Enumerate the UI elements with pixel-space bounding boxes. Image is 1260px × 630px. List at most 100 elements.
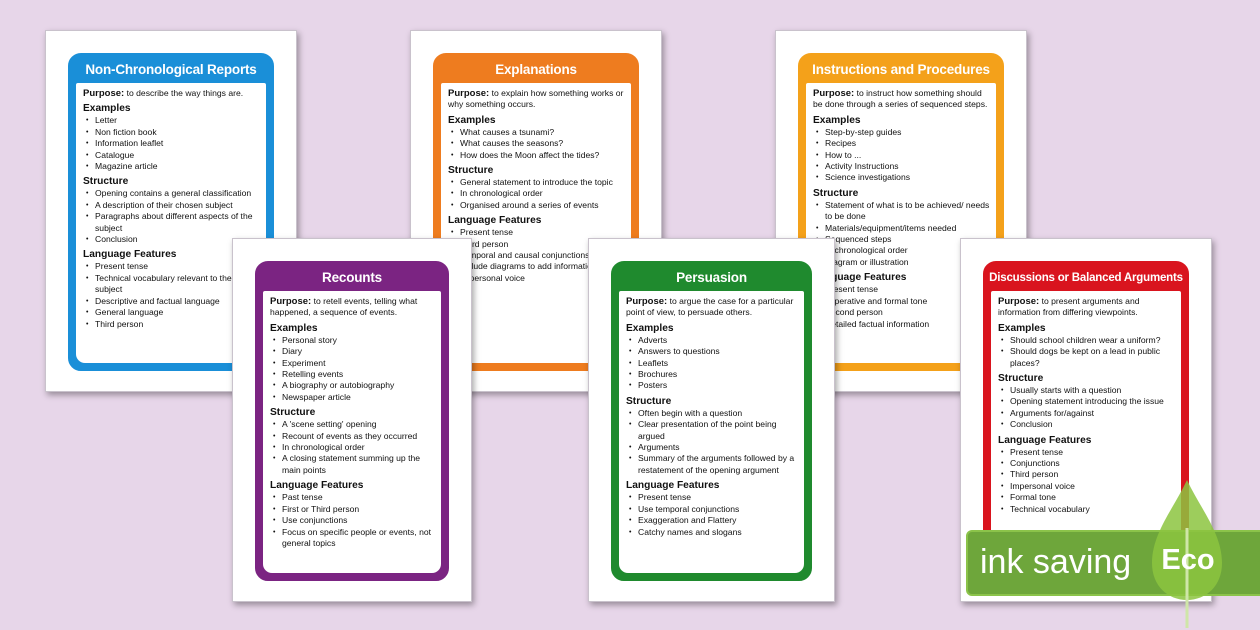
list-item: A biography or autobiography bbox=[273, 380, 435, 392]
list-item: Personal story bbox=[273, 335, 435, 347]
section-heading: Examples bbox=[270, 322, 318, 334]
list-item: A closing statement summing up the main … bbox=[273, 453, 435, 476]
bullet-list: A 'scene setting' openingRecount of even… bbox=[270, 419, 435, 476]
list-item: Activity Instructions bbox=[816, 161, 990, 173]
list-item: Answers to questions bbox=[629, 346, 798, 358]
list-item: Conclusion bbox=[86, 234, 260, 246]
list-item: Descriptive and factual language bbox=[86, 296, 260, 308]
section-heading: Structure bbox=[998, 373, 1044, 385]
section-heading: Examples bbox=[813, 114, 861, 126]
purpose-text: Purpose: to instruct how something shoul… bbox=[813, 88, 990, 111]
list-item: A 'scene setting' opening bbox=[273, 419, 435, 431]
section-heading: Language Features bbox=[998, 434, 1092, 446]
bullet-list: General statement to introduce the topic… bbox=[448, 177, 625, 212]
purpose-text: Purpose: to retell events, telling what … bbox=[270, 296, 435, 319]
section-heading: Structure bbox=[626, 395, 672, 407]
section-heading: Examples bbox=[998, 322, 1046, 334]
purpose-value: to argue the case for a particular point… bbox=[626, 296, 794, 318]
section-heading: Structure bbox=[813, 187, 859, 199]
list-item: Present tense bbox=[86, 261, 260, 273]
list-item: Should school children wear a uniform? bbox=[1001, 335, 1175, 347]
list-item: First or Third person bbox=[273, 504, 435, 516]
list-item: General language bbox=[86, 307, 260, 319]
list-item: Posters bbox=[629, 380, 798, 392]
list-item: Recipes bbox=[816, 138, 990, 150]
purpose-label: Purpose: bbox=[448, 88, 490, 99]
purpose-value: to describe the way things are. bbox=[126, 88, 244, 98]
list-item: Arguments bbox=[629, 442, 798, 454]
section-heading: Structure bbox=[270, 407, 316, 419]
list-item: Experiment bbox=[273, 358, 435, 370]
card-title: Discussions or Balanced Arguments bbox=[989, 272, 1183, 284]
card-body: Purpose: to argue the case for a particu… bbox=[619, 291, 804, 573]
list-item: Statement of what is to be achieved/ nee… bbox=[816, 200, 990, 223]
list-item: Adverts bbox=[629, 335, 798, 347]
card-title: Explanations bbox=[495, 62, 577, 77]
bullet-list: LetterNon fiction bookInformation leafle… bbox=[83, 115, 260, 172]
section-heading: Structure bbox=[83, 176, 129, 188]
list-item: Use conjunctions bbox=[273, 515, 435, 527]
list-item: Focus on specific people or events, not … bbox=[273, 527, 435, 550]
list-item: General statement to introduce the topic bbox=[451, 177, 625, 189]
list-item: Past tense bbox=[273, 492, 435, 504]
card-title: Non-Chronological Reports bbox=[85, 62, 257, 77]
list-item: Magazine article bbox=[86, 161, 260, 173]
list-item: How does the Moon affect the tides? bbox=[451, 150, 625, 162]
list-item: Diary bbox=[273, 346, 435, 358]
list-item: Third person bbox=[86, 319, 260, 331]
list-item: Present tense bbox=[1001, 447, 1175, 459]
purpose-label: Purpose: bbox=[813, 88, 855, 99]
list-item: In chronological order bbox=[451, 188, 625, 200]
purpose-label: Purpose: bbox=[998, 296, 1040, 307]
purpose-text: Purpose: to describe the way things are. bbox=[83, 88, 260, 99]
list-item: Leaflets bbox=[629, 358, 798, 370]
list-item: Newspaper article bbox=[273, 392, 435, 404]
list-item: Often begin with a question bbox=[629, 408, 798, 420]
list-item: Technical vocabulary relevant to the sub… bbox=[86, 273, 260, 296]
list-item: Retelling events bbox=[273, 369, 435, 381]
list-item: Conjunctions bbox=[1001, 458, 1175, 470]
bullet-list: What causes a tsunami?What causes the se… bbox=[448, 127, 625, 162]
list-item: Science investigations bbox=[816, 172, 990, 184]
purpose-value: to present arguments and information fro… bbox=[998, 296, 1140, 318]
list-item: Technical vocabulary bbox=[1001, 504, 1175, 516]
list-item: Step-by-step guides bbox=[816, 127, 990, 139]
bullet-list: AdvertsAnswers to questionsLeafletsBroch… bbox=[626, 335, 798, 392]
list-item: Catchy names and slogans bbox=[629, 527, 798, 539]
list-item: Opening contains a general classificatio… bbox=[86, 188, 260, 200]
section-heading: Examples bbox=[448, 114, 496, 126]
list-item: Present tense bbox=[451, 227, 625, 239]
list-item: Organised around a series of events bbox=[451, 200, 625, 212]
section-heading: Examples bbox=[83, 103, 131, 115]
eco-label: Eco bbox=[1161, 544, 1215, 576]
section-heading: Examples bbox=[626, 322, 674, 334]
list-item: What causes the seasons? bbox=[451, 138, 625, 150]
bullet-list: Present tenseUse temporal conjunctionsEx… bbox=[626, 492, 798, 538]
card-title: Recounts bbox=[322, 270, 382, 285]
purpose-label: Purpose: bbox=[270, 296, 312, 307]
bullet-list: Should school children wear a uniform?Sh… bbox=[998, 335, 1175, 369]
purpose-value: to retell events, telling what happened,… bbox=[270, 296, 418, 318]
section-heading: Language Features bbox=[626, 480, 720, 492]
list-item: Usually starts with a question bbox=[1001, 385, 1175, 397]
leaf-drop-icon bbox=[1152, 480, 1222, 628]
section-heading: Language Features bbox=[270, 480, 364, 492]
purpose-text: Purpose: to argue the case for a particu… bbox=[626, 296, 798, 319]
purpose-value: to instruct how something should be done… bbox=[813, 88, 988, 110]
list-item: Present tense bbox=[629, 492, 798, 504]
purpose-text: Purpose: to present arguments and inform… bbox=[998, 296, 1175, 319]
list-item: Should dogs be kept on a lead in public … bbox=[1001, 346, 1175, 369]
section-heading: Structure bbox=[448, 165, 494, 177]
list-item: Non fiction book bbox=[86, 127, 260, 139]
list-item: What causes a tsunami? bbox=[451, 127, 625, 139]
bullet-list: Present tenseConjunctionsThird personImp… bbox=[998, 447, 1175, 516]
card-body: Purpose: to explain how something works … bbox=[441, 83, 631, 363]
bullet-list: Personal storyDiaryExperimentRetelling e… bbox=[270, 335, 435, 404]
purpose-label: Purpose: bbox=[626, 296, 668, 307]
card-body: Purpose: to instruct how something shoul… bbox=[806, 83, 996, 363]
